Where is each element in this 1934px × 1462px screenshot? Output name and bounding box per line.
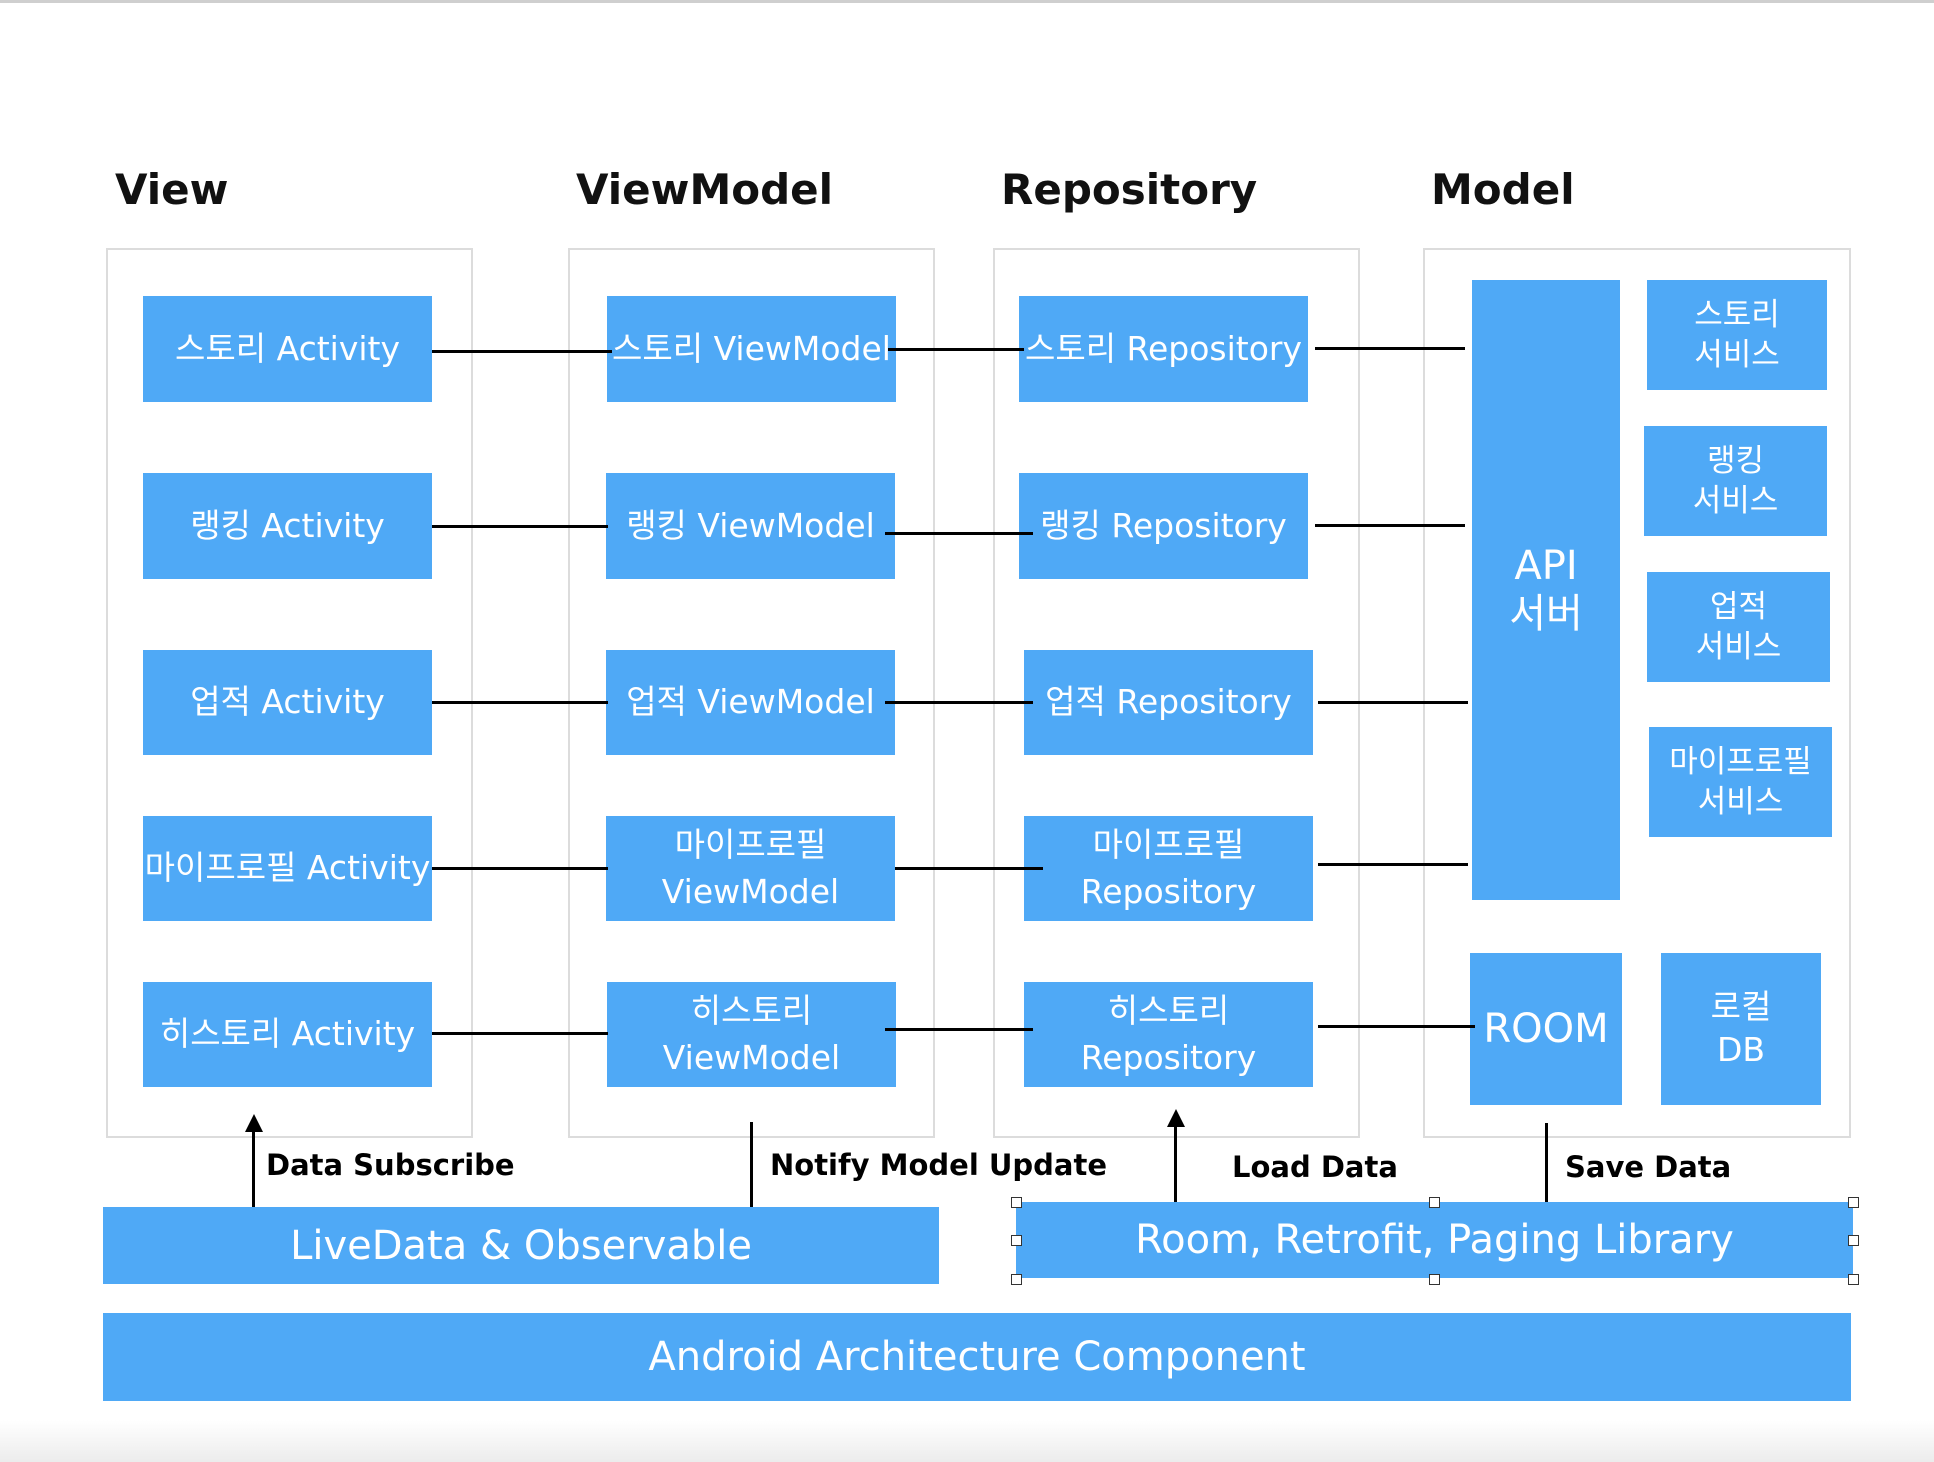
myprofile-repository-box[interactable]: 마이프로필 Repository: [1024, 816, 1313, 921]
top-border: [0, 0, 1934, 3]
local-db-box[interactable]: 로컬 DB: [1661, 953, 1821, 1105]
story-repository-box[interactable]: 스토리 Repository: [1019, 296, 1308, 402]
notify-model-update-line: [750, 1122, 753, 1212]
heading-view: View: [115, 165, 229, 214]
connector-ranking-repo-api: [1315, 524, 1465, 527]
selection-handle-top-middle[interactable]: [1429, 1197, 1440, 1208]
selection-handle-bottom-left[interactable]: [1011, 1274, 1022, 1285]
connector-myprofile-vm-repo: [895, 867, 1043, 870]
ranking-repository-box[interactable]: 랭킹 Repository: [1019, 473, 1308, 579]
bottom-edge: [0, 1420, 1934, 1462]
connector-history-vm-repo: [885, 1028, 1033, 1031]
selection-handle-bottom-middle[interactable]: [1429, 1274, 1440, 1285]
model-column: [1423, 248, 1851, 1138]
connector-ranking-view-vm: [432, 525, 608, 528]
myprofile-service-box[interactable]: 마이프로필 서비스: [1649, 727, 1832, 837]
selection-handle-middle-left[interactable]: [1011, 1235, 1022, 1246]
livedata-observable-bar[interactable]: LiveData & Observable: [103, 1207, 939, 1284]
myprofile-activity-box[interactable]: 마이프로필 Activity: [143, 816, 432, 921]
connector-story-vm-repo: [888, 348, 1024, 351]
connector-ranking-vm-repo: [885, 532, 1033, 535]
history-activity-box[interactable]: 히스토리 Activity: [143, 982, 432, 1087]
view-column: [106, 248, 473, 1138]
achievement-repository-box[interactable]: 업적 Repository: [1024, 650, 1313, 755]
history-repository-box[interactable]: 히스토리 Repository: [1024, 982, 1313, 1087]
achievement-service-box[interactable]: 업적 서비스: [1647, 572, 1830, 682]
achievement-activity-box[interactable]: 업적 Activity: [143, 650, 432, 755]
load-data-label: Load Data: [1232, 1150, 1398, 1184]
connector-myprofile-view-vm: [432, 867, 608, 870]
connector-history-view-vm: [432, 1032, 608, 1035]
data-subscribe-line: [252, 1132, 255, 1227]
story-activity-box[interactable]: 스토리 Activity: [143, 296, 432, 402]
ranking-viewmodel-box[interactable]: 랭킹 ViewModel: [606, 473, 895, 579]
achievement-viewmodel-box[interactable]: 업적 ViewModel: [606, 650, 895, 755]
connector-achievement-view-vm: [432, 701, 608, 704]
save-data-label: Save Data: [1565, 1150, 1732, 1184]
story-service-box[interactable]: 스토리 서비스: [1647, 280, 1827, 390]
api-server-box[interactable]: API 서버: [1472, 280, 1620, 900]
story-viewmodel-box[interactable]: 스토리 ViewModel: [607, 296, 896, 402]
android-architecture-component-bar[interactable]: Android Architecture Component: [103, 1313, 1851, 1401]
connector-story-repo-api: [1315, 347, 1465, 350]
history-viewmodel-box[interactable]: 히스토리 ViewModel: [607, 982, 896, 1087]
connector-story-view-vm: [432, 350, 612, 353]
room-box[interactable]: ROOM: [1470, 953, 1622, 1105]
selection-handle-bottom-right[interactable]: [1848, 1274, 1859, 1285]
ranking-activity-box[interactable]: 랭킹 Activity: [143, 473, 432, 579]
connector-history-repo-room: [1318, 1025, 1475, 1028]
selection-handle-middle-right[interactable]: [1848, 1235, 1859, 1246]
selection-handle-top-right[interactable]: [1848, 1197, 1859, 1208]
room-retrofit-paging-bar[interactable]: Room, Retrofit, Paging Library: [1016, 1202, 1853, 1278]
load-data-line: [1174, 1127, 1177, 1219]
heading-model: Model: [1431, 165, 1575, 214]
notify-model-update-label: Notify Model Update: [770, 1148, 1108, 1182]
connector-myprofile-repo-api: [1318, 863, 1468, 866]
connector-achievement-vm-repo: [885, 701, 1033, 704]
ranking-service-box[interactable]: 랭킹 서비스: [1644, 426, 1827, 536]
connector-achievement-repo-api: [1318, 701, 1468, 704]
load-data-arrow-icon: [1167, 1109, 1185, 1127]
data-subscribe-arrow-icon: [245, 1114, 263, 1132]
myprofile-viewmodel-box[interactable]: 마이프로필 ViewModel: [606, 816, 895, 921]
selection-handle-top-left[interactable]: [1011, 1197, 1022, 1208]
heading-repository: Repository: [1001, 165, 1258, 214]
heading-viewmodel: ViewModel: [576, 165, 834, 214]
data-subscribe-label: Data Subscribe: [266, 1148, 515, 1182]
save-data-line: [1545, 1123, 1548, 1207]
